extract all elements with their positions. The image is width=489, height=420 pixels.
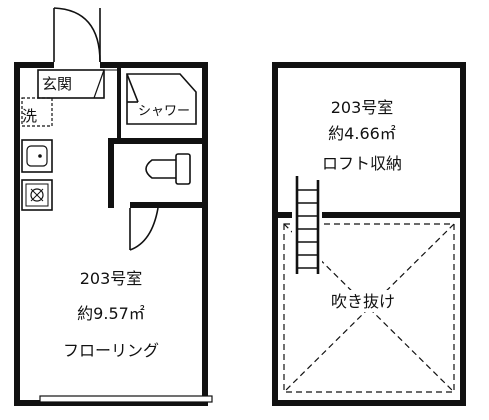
ladder xyxy=(292,176,322,274)
loft-plan: 203号室 約4.66㎡ ロフト収納 吹き抜け xyxy=(272,62,466,406)
loft-room-name-label: 203号室 xyxy=(331,98,394,117)
loft-area-label: 約4.66㎡ xyxy=(328,124,396,143)
void-label: 吹き抜け xyxy=(331,292,395,311)
room-door xyxy=(129,207,159,251)
shower-label: シャワー xyxy=(138,104,190,119)
shower-room xyxy=(126,73,197,125)
kitchen-sink xyxy=(21,139,53,173)
floor-type-label: フローリング xyxy=(63,341,159,360)
washer-space xyxy=(21,97,53,127)
entrance-label: 玄関 xyxy=(42,75,72,93)
washer-label: 洗 xyxy=(22,107,37,125)
room-area-label: 約9.57㎡ xyxy=(77,304,145,323)
stove xyxy=(21,179,53,211)
entrance-area xyxy=(37,69,105,99)
loft-walls xyxy=(272,62,466,406)
loft-storage-label: ロフト収納 xyxy=(322,154,402,173)
room-name-label: 203号室 xyxy=(80,269,143,288)
toilet xyxy=(145,153,191,185)
void-area xyxy=(283,223,455,393)
balcony xyxy=(39,395,213,403)
entrance-door xyxy=(53,7,101,63)
main-floor-plan: 玄関 洗 シャワー 203号室 約9.57㎡ フローリング xyxy=(14,7,213,406)
main-floor-walls xyxy=(14,62,208,406)
